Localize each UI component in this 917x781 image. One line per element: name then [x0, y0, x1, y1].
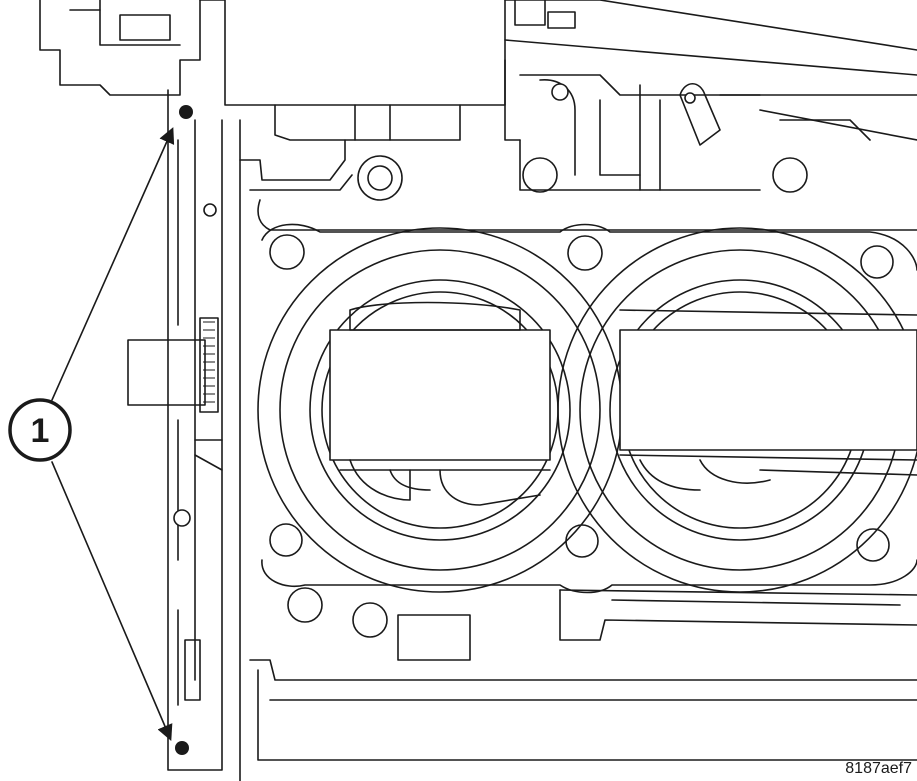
crankshaft-view-1 — [329, 301, 551, 506]
lower-deck-ports — [397, 589, 917, 661]
gasket-outline — [261, 223, 917, 594]
bolt-location-top — [179, 105, 193, 119]
block-deck-outline — [239, 119, 917, 781]
front-cover-plate — [167, 89, 223, 771]
crank-sprocket — [127, 317, 219, 413]
callout-pointers — [51, 127, 175, 741]
crankshaft-view-2 — [619, 309, 917, 491]
figure-id-label: 8187aef7 — [845, 760, 912, 777]
bolt-location-bottom — [175, 741, 189, 755]
cylinder-bore-1 — [257, 227, 623, 593]
callout-number-1: 1 — [31, 412, 50, 450]
deck-holes — [269, 139, 894, 638]
upper-housing — [39, 0, 917, 191]
callout-bubble-1: 1 — [8, 398, 72, 462]
